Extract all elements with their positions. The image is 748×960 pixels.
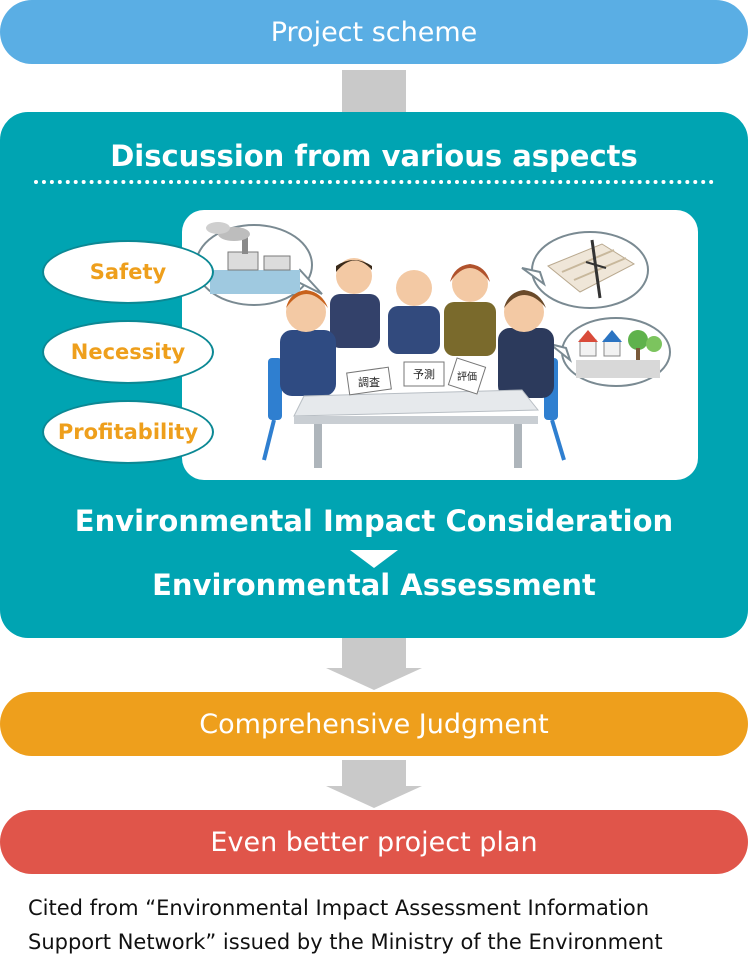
- aspect-safety: Safety: [42, 240, 214, 304]
- factory-thought-bubble: [195, 222, 323, 306]
- people-front-row: [280, 290, 554, 398]
- comprehensive-judgment-label: Comprehensive Judgment: [199, 708, 549, 740]
- better-plan-label: Even better project plan: [210, 826, 538, 858]
- meeting-illustration: 調査 予測 評価: [182, 210, 698, 480]
- flow-arrow-3-head: [326, 786, 422, 808]
- discussion-title: Discussion from various aspects: [110, 139, 638, 173]
- down-triangle-icon: [350, 550, 398, 568]
- houses-thought-bubble: [549, 317, 671, 387]
- better-plan-step: Even better project plan: [0, 810, 748, 874]
- papers-on-table: 調査 予測 評価: [346, 357, 487, 396]
- flow-arrow-1: [342, 70, 406, 112]
- aspect-necessity: Necessity: [42, 320, 214, 384]
- assessment-label: Environmental Assessment: [152, 568, 596, 602]
- flow-arrow-3: [342, 760, 406, 786]
- people-back-row: [330, 258, 496, 356]
- dotted-divider: [34, 180, 714, 184]
- meeting-table: [293, 389, 540, 468]
- aspect-profitability: Profitability: [42, 400, 214, 464]
- meeting-scene-svg: 調査 予測 評価: [195, 222, 671, 468]
- flow-arrow-2-head: [326, 668, 422, 690]
- project-scheme-label: Project scheme: [270, 16, 478, 48]
- citation-line-2: Support Network” issued by the Ministry …: [28, 930, 663, 954]
- flow-arrow-2: [342, 638, 406, 668]
- paper-word-3: 評価: [457, 370, 477, 383]
- comprehensive-judgment-step: Comprehensive Judgment: [0, 692, 748, 756]
- aspect-profitability-label: Profitability: [57, 420, 199, 444]
- aspect-necessity-label: Necessity: [70, 340, 186, 364]
- project-scheme-step: Project scheme: [0, 0, 748, 64]
- paper-word-2: 予測: [413, 367, 435, 381]
- citation-line-1: Cited from “Environmental Impact Assessm…: [28, 896, 650, 920]
- aspect-safety-label: Safety: [89, 260, 167, 284]
- paper-word-1: 調査: [358, 375, 380, 389]
- consideration-label: Environmental Impact Consideration: [74, 504, 674, 538]
- city-thought-bubble: [521, 231, 649, 309]
